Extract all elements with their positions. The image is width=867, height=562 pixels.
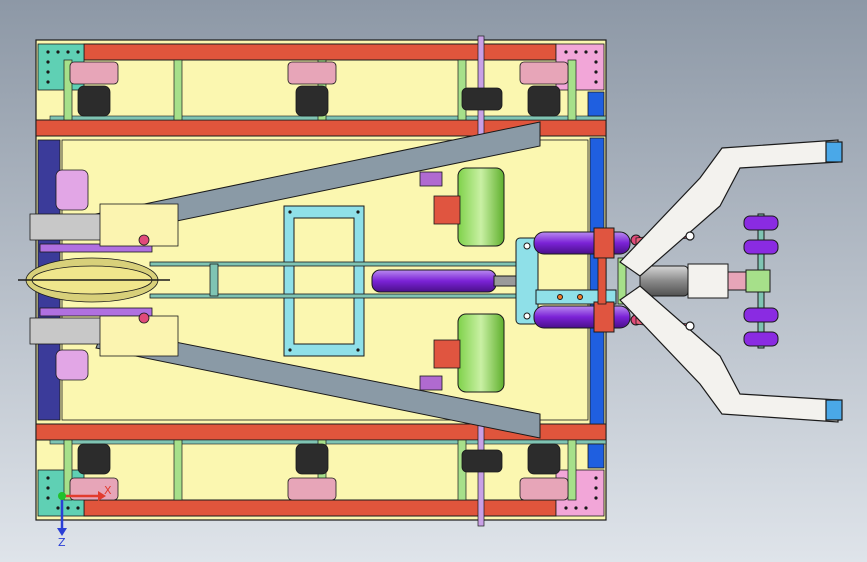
front-mount-plate [515,237,617,325]
bottom-frame-rail [83,499,557,517]
coordinate-triad: X Z [57,484,112,549]
front-blue-block-top [587,91,605,117]
top-wheels [69,61,569,117]
triad-x-label: X [104,484,112,497]
lower-green-rail [49,439,607,445]
gripper-arms [619,139,843,423]
front-blue-block-bottom [587,443,605,469]
upper-green-rail [49,115,607,121]
center-bracket-frame [283,205,365,357]
center-cylinder [371,269,523,293]
lower-motor [419,313,505,393]
triad-origin [58,492,66,500]
gripper-motor [639,263,751,299]
front-roller [743,213,779,349]
top-frame-rail [83,43,557,61]
triad-x-arrow [98,491,106,501]
bottom-wheels [69,443,569,501]
triad-z-arrow [57,528,67,536]
upper-motor [419,167,505,247]
triad-z-label: Z [58,536,66,549]
